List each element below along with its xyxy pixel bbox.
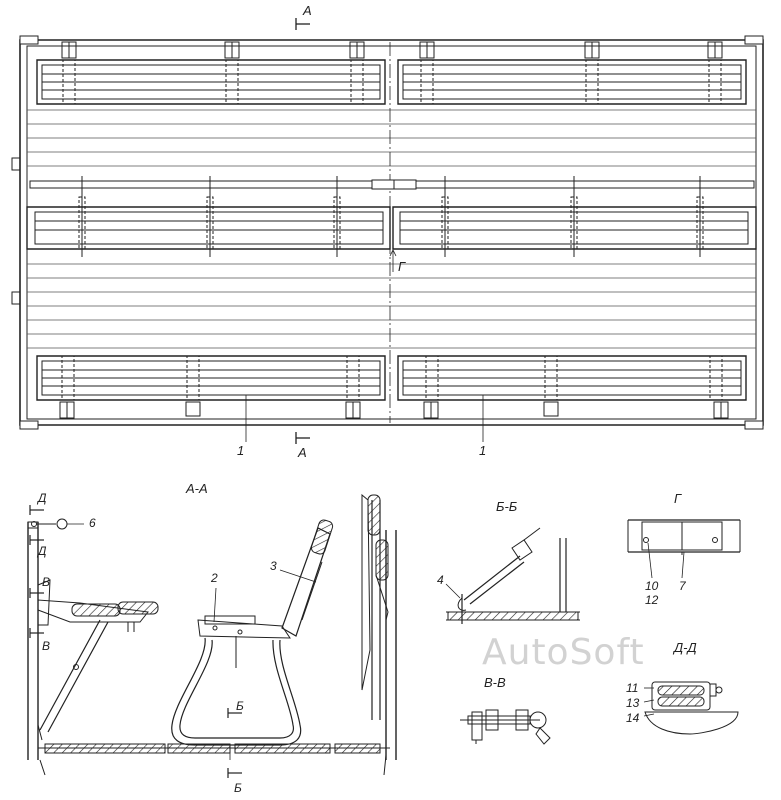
section-aa (28, 495, 396, 778)
title-dd: Д-Д (674, 640, 697, 655)
section-a-marks (296, 18, 310, 444)
title-g: Г (674, 491, 682, 506)
bench-bottom-left (37, 356, 385, 400)
marker-b-bottom: Б (234, 781, 242, 795)
section-dd (644, 682, 738, 734)
callout-14: 14 (626, 711, 640, 725)
marker-d-top: Д (38, 491, 47, 505)
callout-2: 2 (211, 571, 218, 585)
view-g (628, 520, 740, 578)
title-aa: А-А (186, 481, 208, 496)
callout-13: 13 (626, 696, 640, 710)
marker-v-bottom: В (42, 639, 51, 653)
section-bb (446, 528, 580, 624)
callout-10: 10 (645, 579, 659, 593)
plan-view (12, 18, 763, 444)
marker-v-top: В (42, 575, 51, 589)
watermark-logo: AutoSoft (482, 632, 645, 673)
marker-b-top: Б (236, 699, 244, 713)
middle-legs (79, 176, 703, 257)
callout-7: 7 (679, 579, 686, 593)
callout-12: 12 (645, 593, 659, 607)
marker-d-bottom: Д (38, 544, 47, 558)
leaders (214, 570, 316, 622)
section-vv (460, 710, 550, 744)
callout-1-left: 1 (237, 443, 245, 458)
view-g-marker: Г (398, 259, 406, 274)
bench-top-left (37, 60, 385, 104)
callout-6: 6 (89, 516, 96, 530)
bottom-brackets (60, 356, 728, 418)
bench-middle-left (27, 207, 390, 249)
title-vv: В-В (484, 675, 506, 690)
section-a-bottom-label: А (298, 445, 307, 460)
title-bb: Б-Б (496, 499, 518, 514)
callout-11: 11 (626, 681, 639, 695)
bench-top-right (398, 60, 746, 104)
section-a-top-label: А (303, 3, 312, 18)
callout-1-right: 1 (479, 443, 487, 458)
floor-planks (27, 110, 756, 348)
callout-3: 3 (270, 559, 277, 573)
bench-bottom-right (398, 356, 746, 400)
top-brackets (62, 42, 722, 104)
callout-4: 4 (437, 573, 444, 587)
